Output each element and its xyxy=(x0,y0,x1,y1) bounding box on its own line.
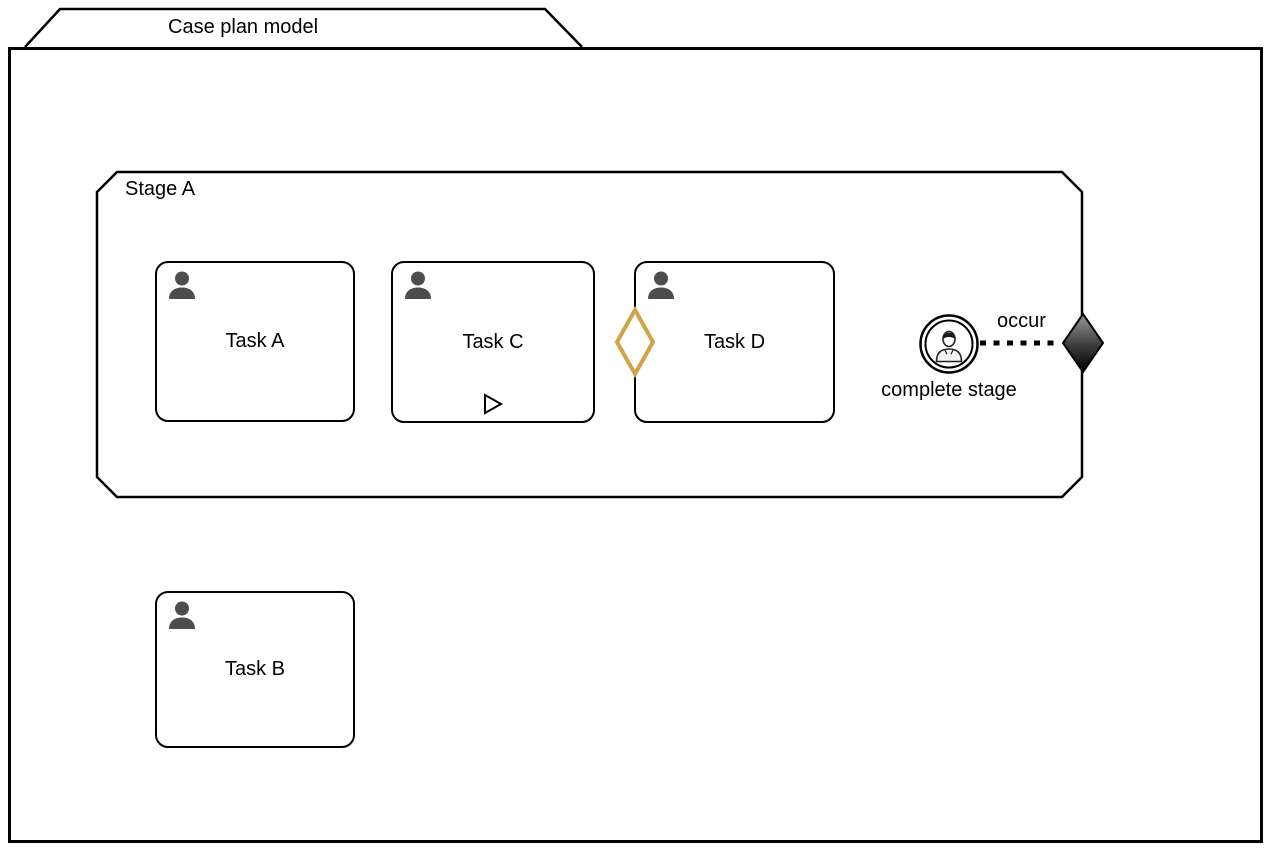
task-b[interactable]: Task B xyxy=(155,591,355,748)
person-icon xyxy=(169,601,195,629)
task-a[interactable]: Task A xyxy=(155,261,355,422)
person-icon xyxy=(405,271,431,299)
task-c[interactable]: Task C xyxy=(391,261,595,423)
person-icon xyxy=(648,271,674,299)
play-triangle-icon xyxy=(484,393,504,415)
event-listener-label: complete stage xyxy=(881,379,1017,401)
task-label: Task D xyxy=(703,330,766,353)
stage-label: Stage A xyxy=(125,178,196,200)
task-d[interactable]: Task D xyxy=(634,261,835,423)
person-icon xyxy=(169,271,195,299)
connector-label-occur: occur xyxy=(997,310,1046,332)
task-label: Task C xyxy=(462,330,524,353)
task-label: Task B xyxy=(224,658,286,680)
case-plan-model-title: Case plan model xyxy=(168,16,319,38)
task-label: Task A xyxy=(225,330,285,352)
